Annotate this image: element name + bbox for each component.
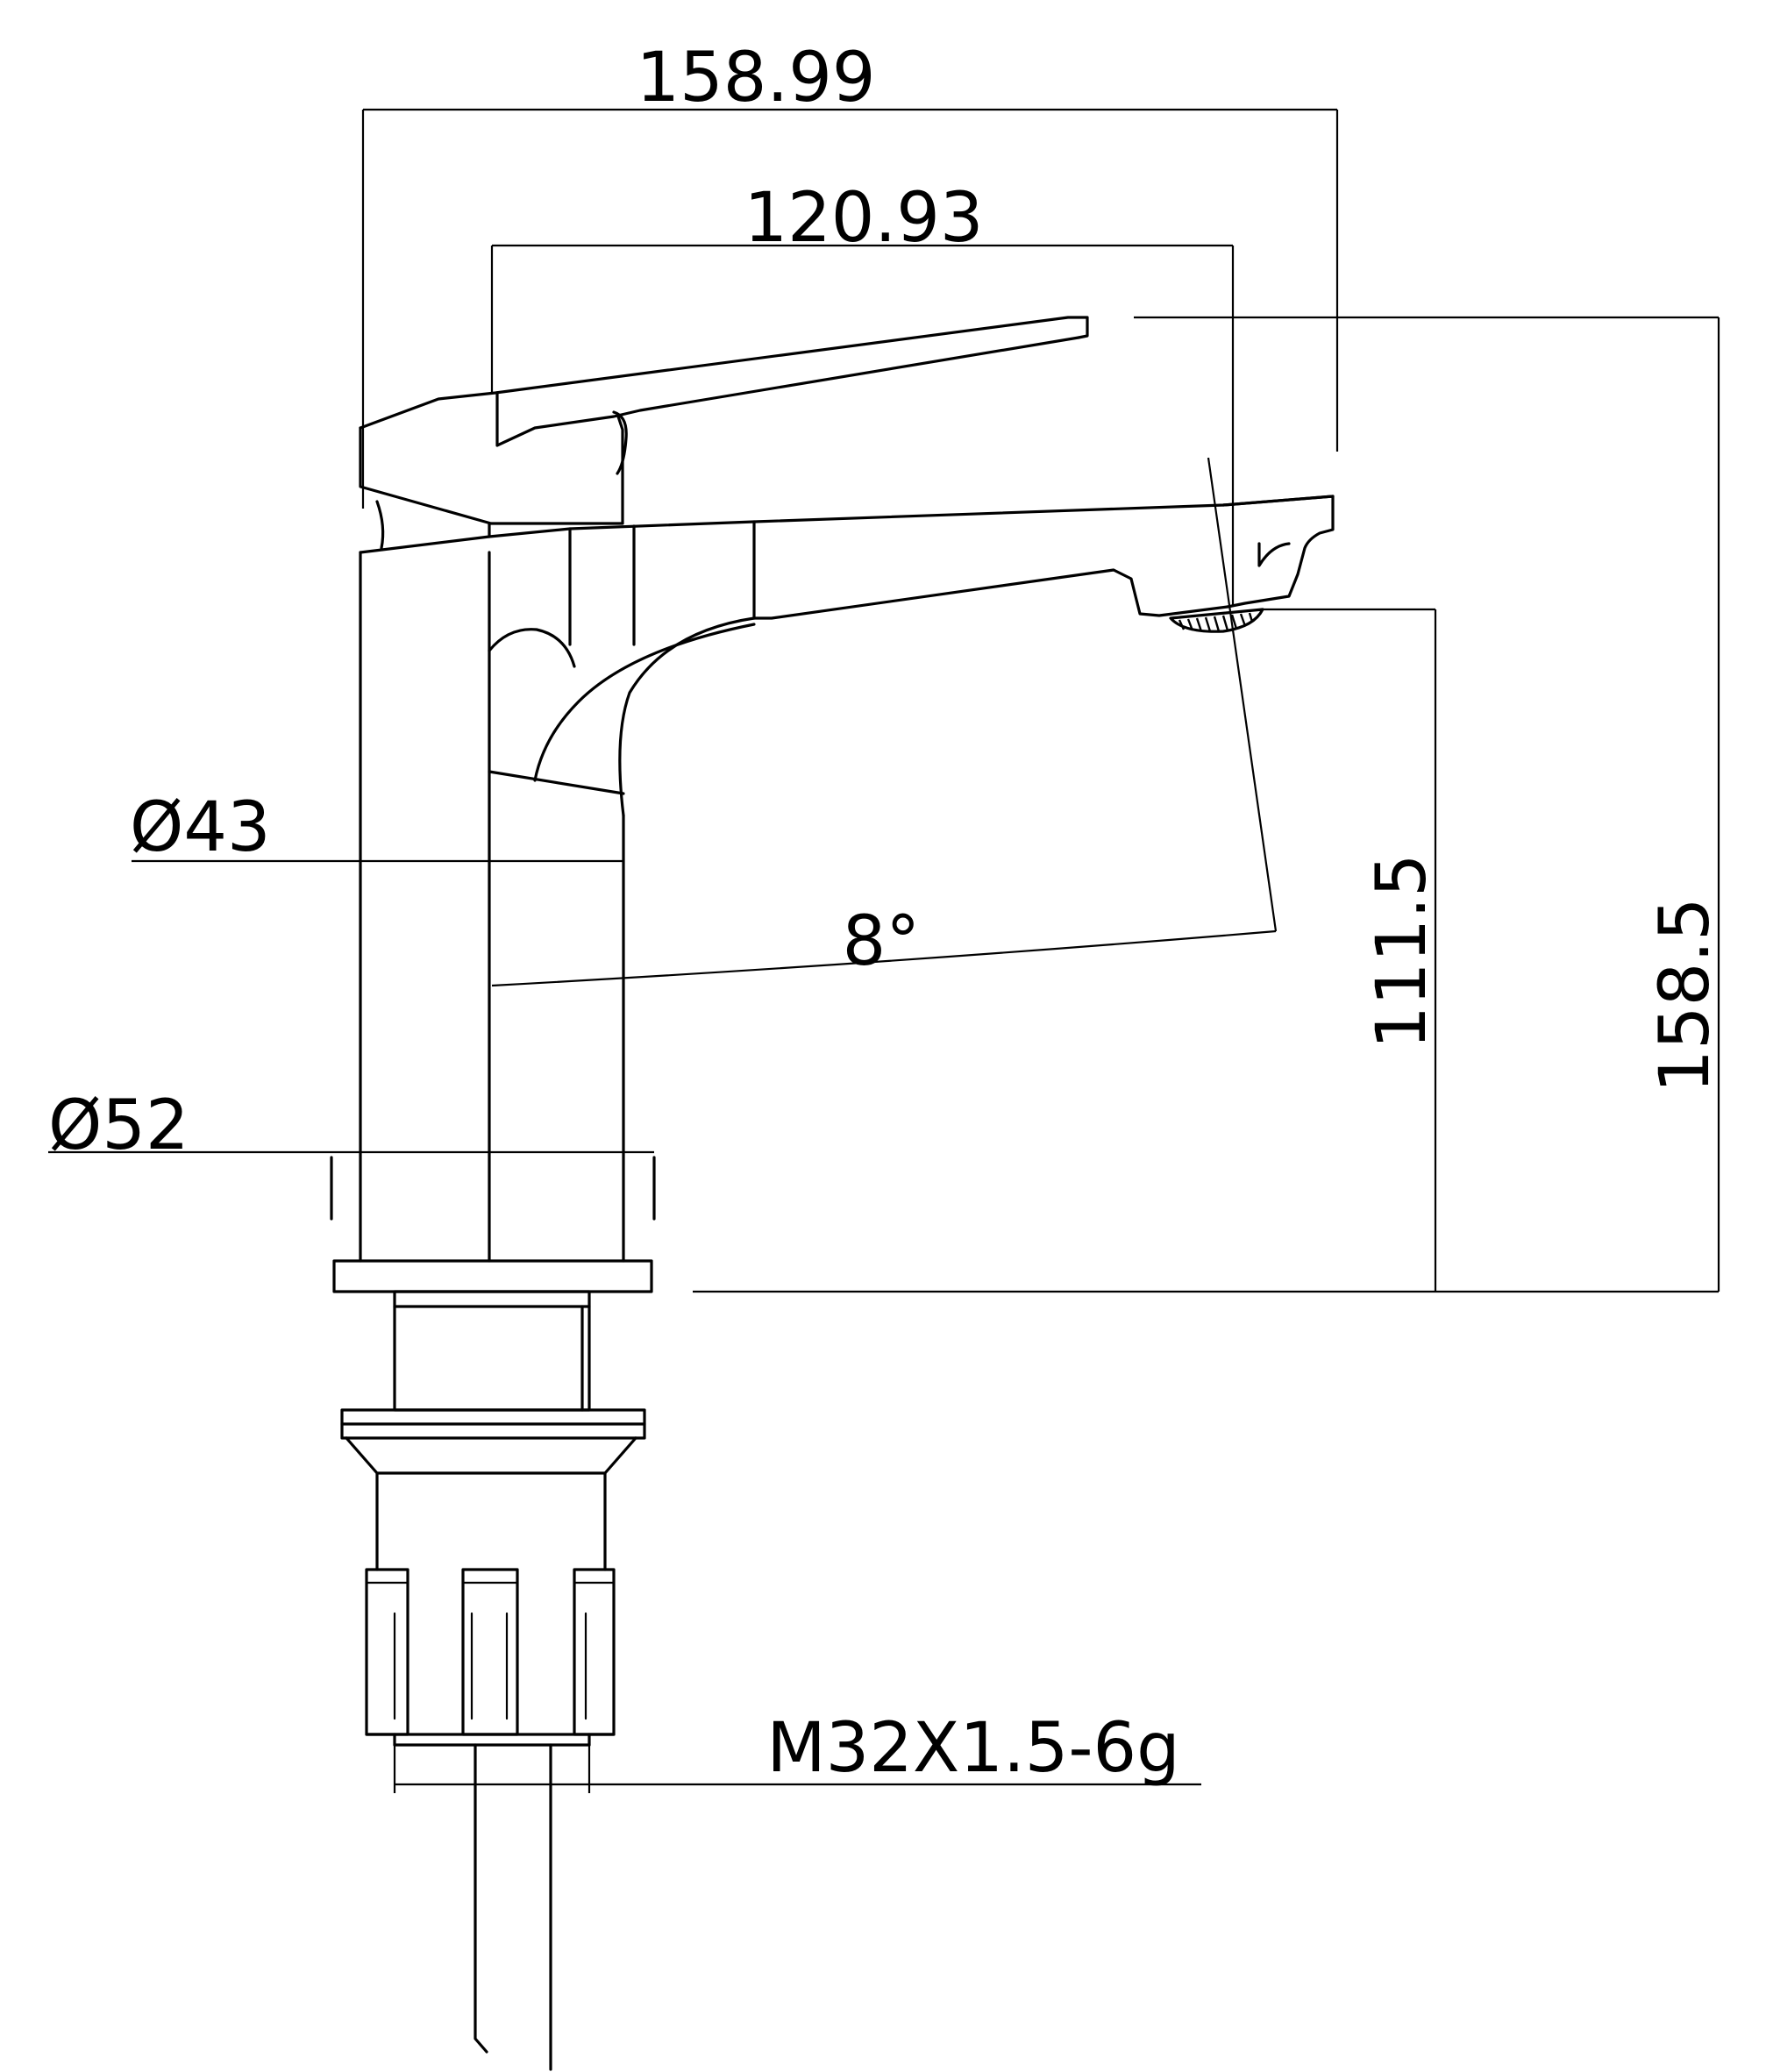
dim-overall-height: 158.5 [1646,897,1725,1093]
dim-spout-angle: 8° [843,902,921,981]
dim-thread-spec: M32X1.5-6g [766,1709,1179,1788]
dim-overall-width: 158.99 [637,39,876,117]
dimension-lines [48,108,1720,1793]
base-flange [330,1156,656,1293]
dim-inner-width: 120.93 [744,179,984,258]
dim-body-diameter: Ø43 [130,788,271,867]
dim-base-diameter: Ø52 [48,1086,189,1165]
dim-spout-height: 111.5 [1363,853,1442,1049]
aerator [1169,608,1264,633]
faucet-spout [488,495,1335,817]
supply-hose [474,1743,552,2071]
lock-nut [365,1568,616,1747]
mounting-shank [340,1290,646,1571]
faucet-handle [359,316,1089,538]
